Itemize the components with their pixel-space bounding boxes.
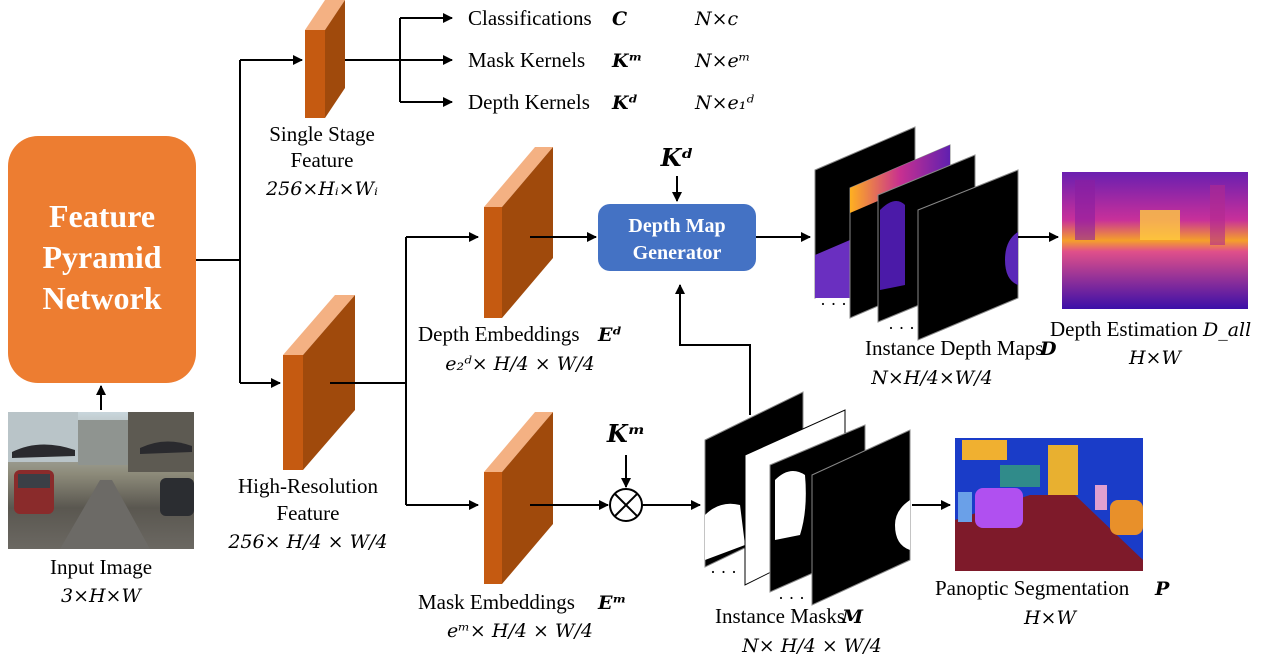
depth-estimation-image xyxy=(1062,172,1248,309)
fpn-label-line3: Network xyxy=(42,280,161,316)
mask-embeddings-dims: eᵐ× H/4 × W/4 xyxy=(447,620,593,642)
fpn-label-line2: Pyramid xyxy=(42,239,161,275)
instance-masks-label: Instance Masks xyxy=(715,604,845,628)
svg-text:· · ·: · · · xyxy=(888,318,915,338)
input-image-label: Input Image xyxy=(50,555,152,579)
input-image-dims: 3×H×W xyxy=(61,585,142,607)
high-res-dims: 256× H/4 × W/4 xyxy=(227,531,387,553)
output-classifications-symbol: C xyxy=(612,8,627,30)
output-depth-kernels-symbol: Kᵈ xyxy=(611,92,638,114)
svg-text:· · ·: · · · xyxy=(778,588,805,608)
output-classifications-dims: N×c xyxy=(694,8,739,30)
depth-embeddings-symbol: Eᵈ xyxy=(597,324,622,346)
depth-estimation-label: Depth Estimation xyxy=(1050,317,1198,341)
depth-embeddings-dims: e₂ᵈ× H/4 × W/4 xyxy=(445,353,595,375)
instance-depth-maps-dims: N×H/4×W/4 xyxy=(870,367,993,389)
output-depth-kernels-name: Depth Kernels xyxy=(468,90,590,114)
instance-depth-maps-stack: · · · · · · xyxy=(814,126,1019,341)
output-classifications-name: Classifications xyxy=(468,6,592,30)
connector-fpn-branch xyxy=(196,60,241,383)
output-mask-kernels-name: Mask Kernels xyxy=(468,48,585,72)
panoptic-symbol: P xyxy=(1154,578,1170,600)
multiply-operator xyxy=(609,488,643,522)
instance-depth-maps-symbol: D xyxy=(1039,338,1057,360)
depth-embeddings-slab xyxy=(484,147,553,318)
connector-masks-to-generator xyxy=(675,284,751,415)
instance-masks-stack: · · · · · · xyxy=(704,391,911,608)
high-res-feature-slab xyxy=(283,295,355,470)
depth-embeddings-label: Depth Embeddings xyxy=(418,322,580,346)
instance-masks-symbol: M xyxy=(841,606,864,628)
connector-high-res-branch xyxy=(330,237,407,505)
high-res-label-line1: High-Resolution xyxy=(238,474,378,498)
output-depth-kernels-dims: N×e₁ᵈ xyxy=(694,92,754,114)
single-stage-feature-slab xyxy=(305,0,345,118)
depth-estimation-dims: H×W xyxy=(1128,347,1182,369)
depth-map-generator-line1: Depth Map xyxy=(628,215,725,237)
panoptic-label: Panoptic Segmentation xyxy=(935,576,1130,600)
mask-embeddings-slab xyxy=(484,412,553,584)
fpn-label-line1: Feature xyxy=(49,198,155,234)
input-image xyxy=(8,412,194,549)
svg-text:· · ·: · · · xyxy=(820,294,847,314)
mask-embeddings-symbol: Eᵐ xyxy=(597,592,626,614)
single-stage-label-line1: Single Stage xyxy=(269,122,375,146)
svg-text:· · ·: · · · xyxy=(710,562,737,582)
depth-map-generator-line2: Generator xyxy=(633,242,722,264)
high-res-label-line2: Feature xyxy=(277,501,340,525)
depth-map-generator xyxy=(598,204,756,271)
connector-single-stage-outputs xyxy=(345,18,401,102)
depth-estimation-symbol: D_all xyxy=(1202,319,1251,341)
mask-embeddings-label: Mask Embeddings xyxy=(418,590,575,614)
panoptic-dims: H×W xyxy=(1023,607,1077,629)
output-mask-kernels-dims: N×eᵐ xyxy=(694,50,750,72)
fpn-block xyxy=(8,136,196,383)
kd-input-label: Kᵈ xyxy=(660,143,694,172)
single-stage-label-line2: Feature xyxy=(291,148,354,172)
instance-masks-dims: N× H/4 × W/4 xyxy=(741,635,882,657)
instance-depth-maps-label: Instance Depth Maps xyxy=(865,336,1043,360)
single-stage-dims: 256×Hᵢ×Wᵢ xyxy=(265,178,378,200)
km-input-label: Kᵐ xyxy=(606,419,645,448)
panoptic-segmentation-image xyxy=(955,438,1143,571)
output-mask-kernels-symbol: Kᵐ xyxy=(611,50,642,72)
